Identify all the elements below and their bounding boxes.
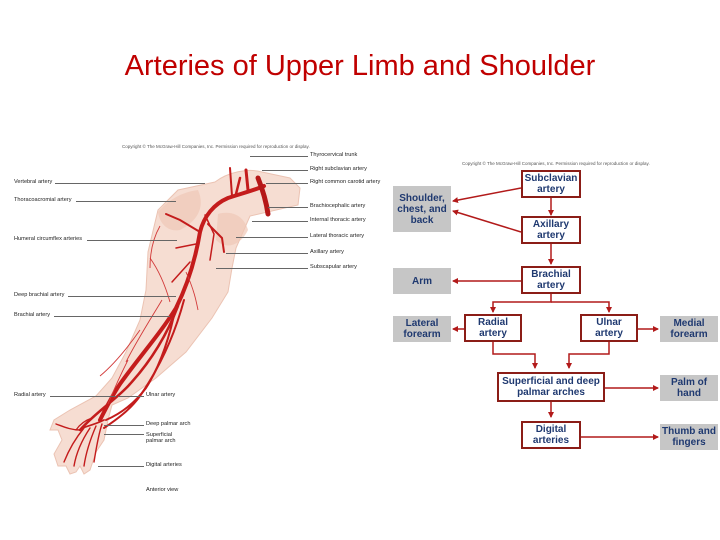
label-digital-arteries: Digital arteries <box>146 462 182 468</box>
leader-line <box>87 240 177 241</box>
radial-label: Radial artery <box>466 316 520 340</box>
leader-line <box>226 253 308 254</box>
label-axillary-artery: Axillary artery <box>310 249 344 255</box>
arrow-brachial-ulnar <box>551 301 612 313</box>
artery-tree <box>55 167 271 467</box>
label-thoracoacromial-artery: Thoracoacromial artery <box>14 197 72 203</box>
palm-label: Palm of hand <box>670 377 708 399</box>
arm-label: Arm <box>411 275 432 287</box>
leader-line <box>252 221 308 222</box>
arrow-ulnar-palmar <box>566 342 610 369</box>
label-thyrocervical-trunk: Thyrocervical trunk <box>310 152 358 158</box>
box-brachial-artery: Brachial artery <box>521 266 581 294</box>
box-palmar-arches: Superficial and deep palmar arches <box>497 372 605 402</box>
leader-line <box>268 207 308 208</box>
box-thumb-and-fingers: Thumb and fingers <box>660 424 718 450</box>
axillary-label: Axillary artery <box>523 218 579 242</box>
label-right-common-carotid: Right common carotid artery <box>310 179 381 185</box>
subclavian-label: Subclavian artery <box>523 172 579 196</box>
thumb-label: Thumb and fingers <box>662 426 716 448</box>
label-right-subclavian: Right subclavian artery <box>310 166 367 172</box>
box-palm-of-hand: Palm of hand <box>660 375 718 401</box>
leader-line <box>216 268 308 269</box>
leader-line <box>55 183 205 184</box>
label-deep-brachial: Deep brachial artery <box>14 292 65 298</box>
brachial-label: Brachial artery <box>523 268 579 292</box>
label-radial-artery: Radial artery <box>14 392 46 398</box>
label-anterior-view: Anterior view <box>146 487 179 493</box>
box-radial-artery: Radial artery <box>464 314 522 342</box>
leader-line <box>250 156 308 157</box>
arrow-subclavian-shoulder <box>452 187 522 204</box>
label-internal-thoracic: Internal thoracic artery <box>310 217 366 223</box>
leader-line <box>68 296 176 297</box>
label-subscapular: Subscapular artery <box>310 264 357 270</box>
leader-line <box>98 466 144 467</box>
label-brachiocephalic: Brachiocephalic artery <box>310 203 366 209</box>
label-lateral-thoracic: Lateral thoracic artery <box>310 233 365 239</box>
leader-line <box>104 434 144 435</box>
label-brachial-artery: Brachial artery <box>14 312 51 318</box>
box-ulnar-artery: Ulnar artery <box>580 314 638 342</box>
arrow-axillary-shoulder <box>452 209 522 233</box>
artery-branches <box>99 225 199 405</box>
box-subclavian-artery: Subclavian artery <box>521 170 581 198</box>
shoulder-label: Shoulder, chest, and back <box>397 192 447 226</box>
box-arm: Arm <box>393 268 451 294</box>
leader-line <box>266 183 308 184</box>
box-digital-arteries: Digital arteries <box>521 421 581 449</box>
leader-line <box>118 396 144 397</box>
label-vertebral-artery: Vertebral artery <box>14 179 53 185</box>
leader-line <box>54 316 170 317</box>
leader-line <box>50 396 116 397</box>
leader-line <box>104 425 144 426</box>
ulnar-label: Ulnar artery <box>582 316 636 340</box>
label-superficial-palmar-arch: Superficial palmar arch <box>146 432 176 444</box>
illustration-copyright: Copyright © The McGraw-Hill Companies, I… <box>122 144 310 149</box>
leader-line <box>236 237 308 238</box>
leader-line <box>262 170 308 171</box>
label-deep-palmar-arch: Deep palmar arch <box>146 421 191 427</box>
flowchart-copyright: Copyright © The McGraw-Hill Companies, I… <box>462 161 650 166</box>
page-title: Arteries of Upper Limb and Shoulder <box>124 50 596 82</box>
digital-label: Digital arteries <box>523 423 579 447</box>
palmar-label: Superficial and deep palmar arches <box>499 374 603 400</box>
label-ulnar-artery: Ulnar artery <box>146 392 176 398</box>
box-medial-forearm: Medial forearm <box>660 316 718 342</box>
leader-line <box>76 201 176 202</box>
arrow-radial-palmar <box>492 342 538 369</box>
box-lateral-forearm: Lateral forearm <box>393 316 451 342</box>
lateral-forearm-label: Lateral forearm <box>403 318 441 340</box>
medial-forearm-label: Medial forearm <box>670 318 708 340</box>
arrow-brachial-radial <box>490 294 552 313</box>
label-humeral-circumflex: Humeral circumflex arteries <box>14 236 83 242</box>
box-shoulder-chest-back: Shoulder, chest, and back <box>393 186 451 232</box>
box-axillary-artery: Axillary artery <box>521 216 581 244</box>
